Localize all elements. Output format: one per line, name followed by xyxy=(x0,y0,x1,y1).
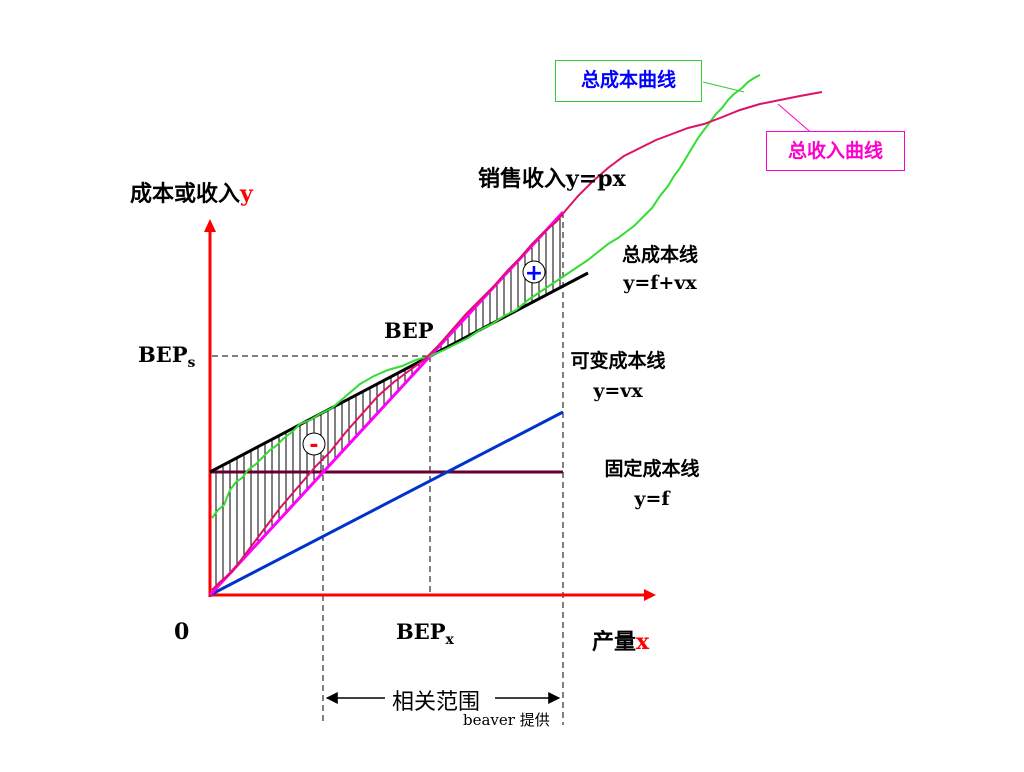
variable-cost-line xyxy=(209,410,564,597)
y-axis-arrow xyxy=(204,219,216,232)
variable-cost-line-label: 可变成本线 y=vx xyxy=(570,350,666,402)
y-axis-label: 成本或收入y xyxy=(130,181,253,207)
credit-text: beaver 提供 xyxy=(463,711,550,729)
total-revenue-curve-callout: 总收入曲线 xyxy=(766,131,905,171)
fixed-cost-line-label: 固定成本线 y=f xyxy=(604,458,700,510)
profit-region-hatch xyxy=(433,212,561,356)
loss-region-hatch xyxy=(215,356,427,595)
total-revenue-curve xyxy=(211,91,823,591)
x-axis-label: 产量x xyxy=(592,629,650,655)
sales-revenue-line xyxy=(208,210,565,597)
profit-sign-circle xyxy=(522,260,546,284)
bep-x-label: BEPx xyxy=(396,619,454,648)
bep-s-label: BEPs xyxy=(138,342,196,371)
sales-line-label: 销售收入y=px xyxy=(478,166,626,192)
origin-label: 0 xyxy=(174,619,190,645)
relevant-range-label: 相关范围 xyxy=(392,690,481,715)
revenue-curve-leader xyxy=(777,103,816,137)
x-axis-arrow xyxy=(644,589,656,601)
loss-sign-circle xyxy=(302,432,326,456)
cost-curve-leader xyxy=(702,81,745,93)
total-cost-line xyxy=(209,271,589,474)
profit-sign: + xyxy=(525,261,543,286)
total-cost-curve xyxy=(211,74,761,519)
x-axis-variable: x xyxy=(636,629,650,655)
total-cost-curve-callout: 总成本曲线 xyxy=(555,60,702,102)
loss-sign: - xyxy=(309,433,318,458)
y-axis-variable: y xyxy=(240,181,253,207)
bep-label: BEP xyxy=(384,318,434,343)
total-cost-line-label: 总成本线 y=f+vx xyxy=(621,244,698,294)
